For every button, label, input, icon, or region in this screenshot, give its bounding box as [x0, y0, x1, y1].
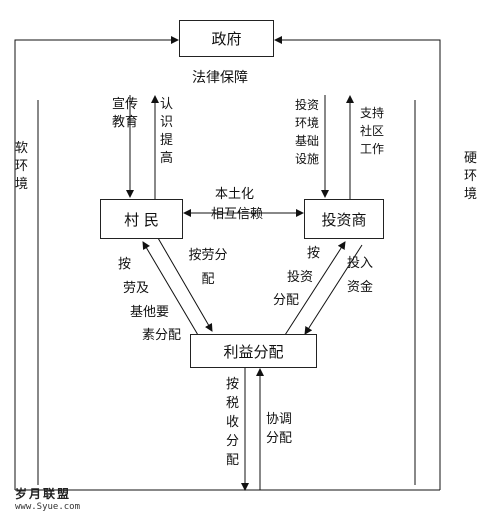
watermark-brand: 岁月联盟	[15, 487, 72, 501]
coordinate-label: 协调分配	[265, 412, 292, 446]
by-labor-line4: 素分配	[142, 328, 182, 343]
by-invest-line3: 分配	[273, 293, 300, 308]
legal-label: 法律保障	[192, 70, 248, 86]
recognition-label: 认识提高	[159, 97, 173, 166]
hard-env-label: 硬环境	[463, 151, 477, 202]
government-node: 政府	[179, 20, 274, 57]
watermark-url: www.Syue.com	[15, 502, 81, 512]
by-labor-right-label: 按劳分配	[188, 248, 228, 287]
publicity-label: 宣传教育	[111, 97, 138, 130]
invest-funds-label: 投入资金	[346, 256, 373, 295]
by-labor-line1: 按	[118, 257, 132, 272]
trust-label: 相互信赖	[211, 207, 264, 222]
by-labor-line3: 基他要	[130, 305, 170, 320]
investors-node: 投资商	[304, 199, 384, 239]
by-tax-label: 按税收分配	[225, 377, 239, 468]
villagers-node: 村 民	[100, 199, 183, 239]
by-invest-line2: 投资	[287, 270, 314, 285]
by-invest-line1: 按	[307, 246, 321, 261]
by-labor-line2: 劳及	[123, 281, 150, 296]
benefit-node: 利益分配	[190, 334, 317, 368]
support-label: 支持社区工作	[359, 106, 384, 156]
localization-label: 本土化	[215, 187, 255, 202]
infra-label: 投资环境基础设施	[294, 98, 319, 166]
soft-env-label: 软环境	[14, 141, 28, 192]
